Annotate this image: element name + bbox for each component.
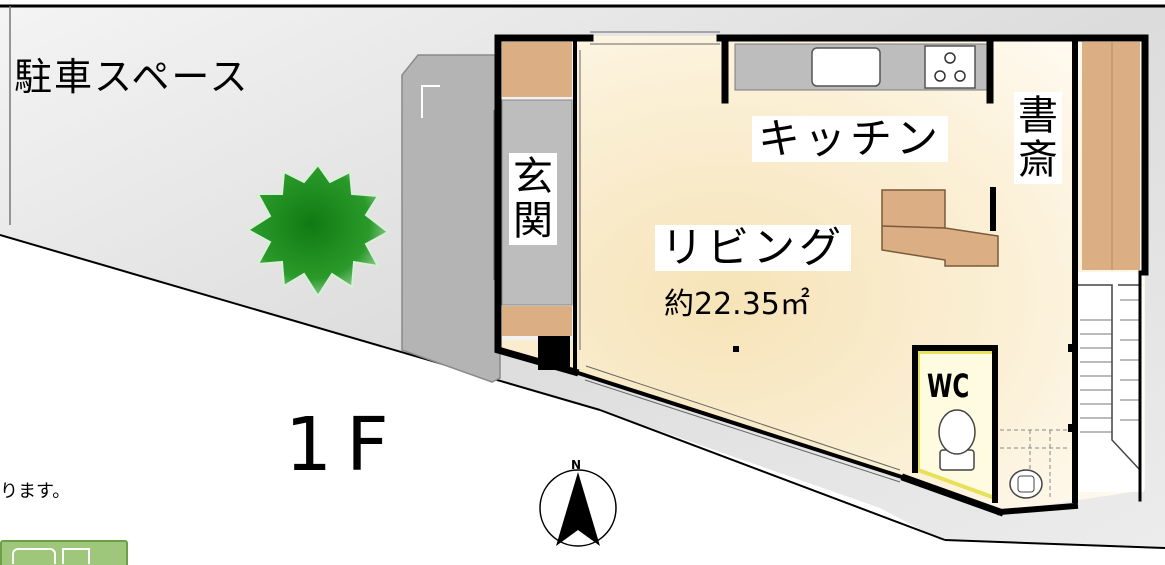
stairs-icon bbox=[1072, 272, 1144, 492]
wc-label: WC bbox=[927, 367, 970, 405]
walls bbox=[494, 34, 1149, 517]
approach-ramp bbox=[401, 54, 501, 383]
toilet-icon bbox=[938, 409, 976, 471]
parking-space-label: 駐車スペース bbox=[14, 55, 250, 99]
living-area-label: 約22.35㎡ bbox=[664, 287, 810, 322]
button-icon-secondary bbox=[62, 548, 90, 564]
entrance-label-text: 玄関 bbox=[509, 155, 557, 243]
kitchen-counter bbox=[734, 43, 991, 91]
vertical-char: 書 bbox=[1018, 93, 1058, 139]
vertical-char: 斎 bbox=[1018, 137, 1058, 183]
button-icon bbox=[12, 548, 56, 564]
study-label-text: 書斎 bbox=[1014, 94, 1062, 182]
wc-room bbox=[916, 350, 1043, 501]
vertical-char: 玄 bbox=[513, 154, 553, 200]
tree-icon bbox=[246, 163, 390, 298]
vertical-char: 関 bbox=[513, 198, 553, 244]
window-lines bbox=[493, 31, 901, 483]
entrance-label: 玄関 bbox=[509, 153, 557, 245]
compass-north-label: N bbox=[571, 458, 582, 472]
sink-icon bbox=[811, 47, 881, 87]
living-label: リビング bbox=[655, 225, 852, 271]
stove-icon bbox=[924, 45, 976, 89]
nav-button[interactable] bbox=[0, 540, 128, 565]
compass-icon bbox=[539, 469, 617, 547]
dining-table bbox=[881, 189, 999, 267]
floor-label: 1F bbox=[285, 402, 403, 488]
note-text: ります。 bbox=[0, 481, 71, 502]
study-label: 書斎 bbox=[1014, 92, 1062, 184]
kitchen-label: キッチン bbox=[752, 116, 949, 162]
